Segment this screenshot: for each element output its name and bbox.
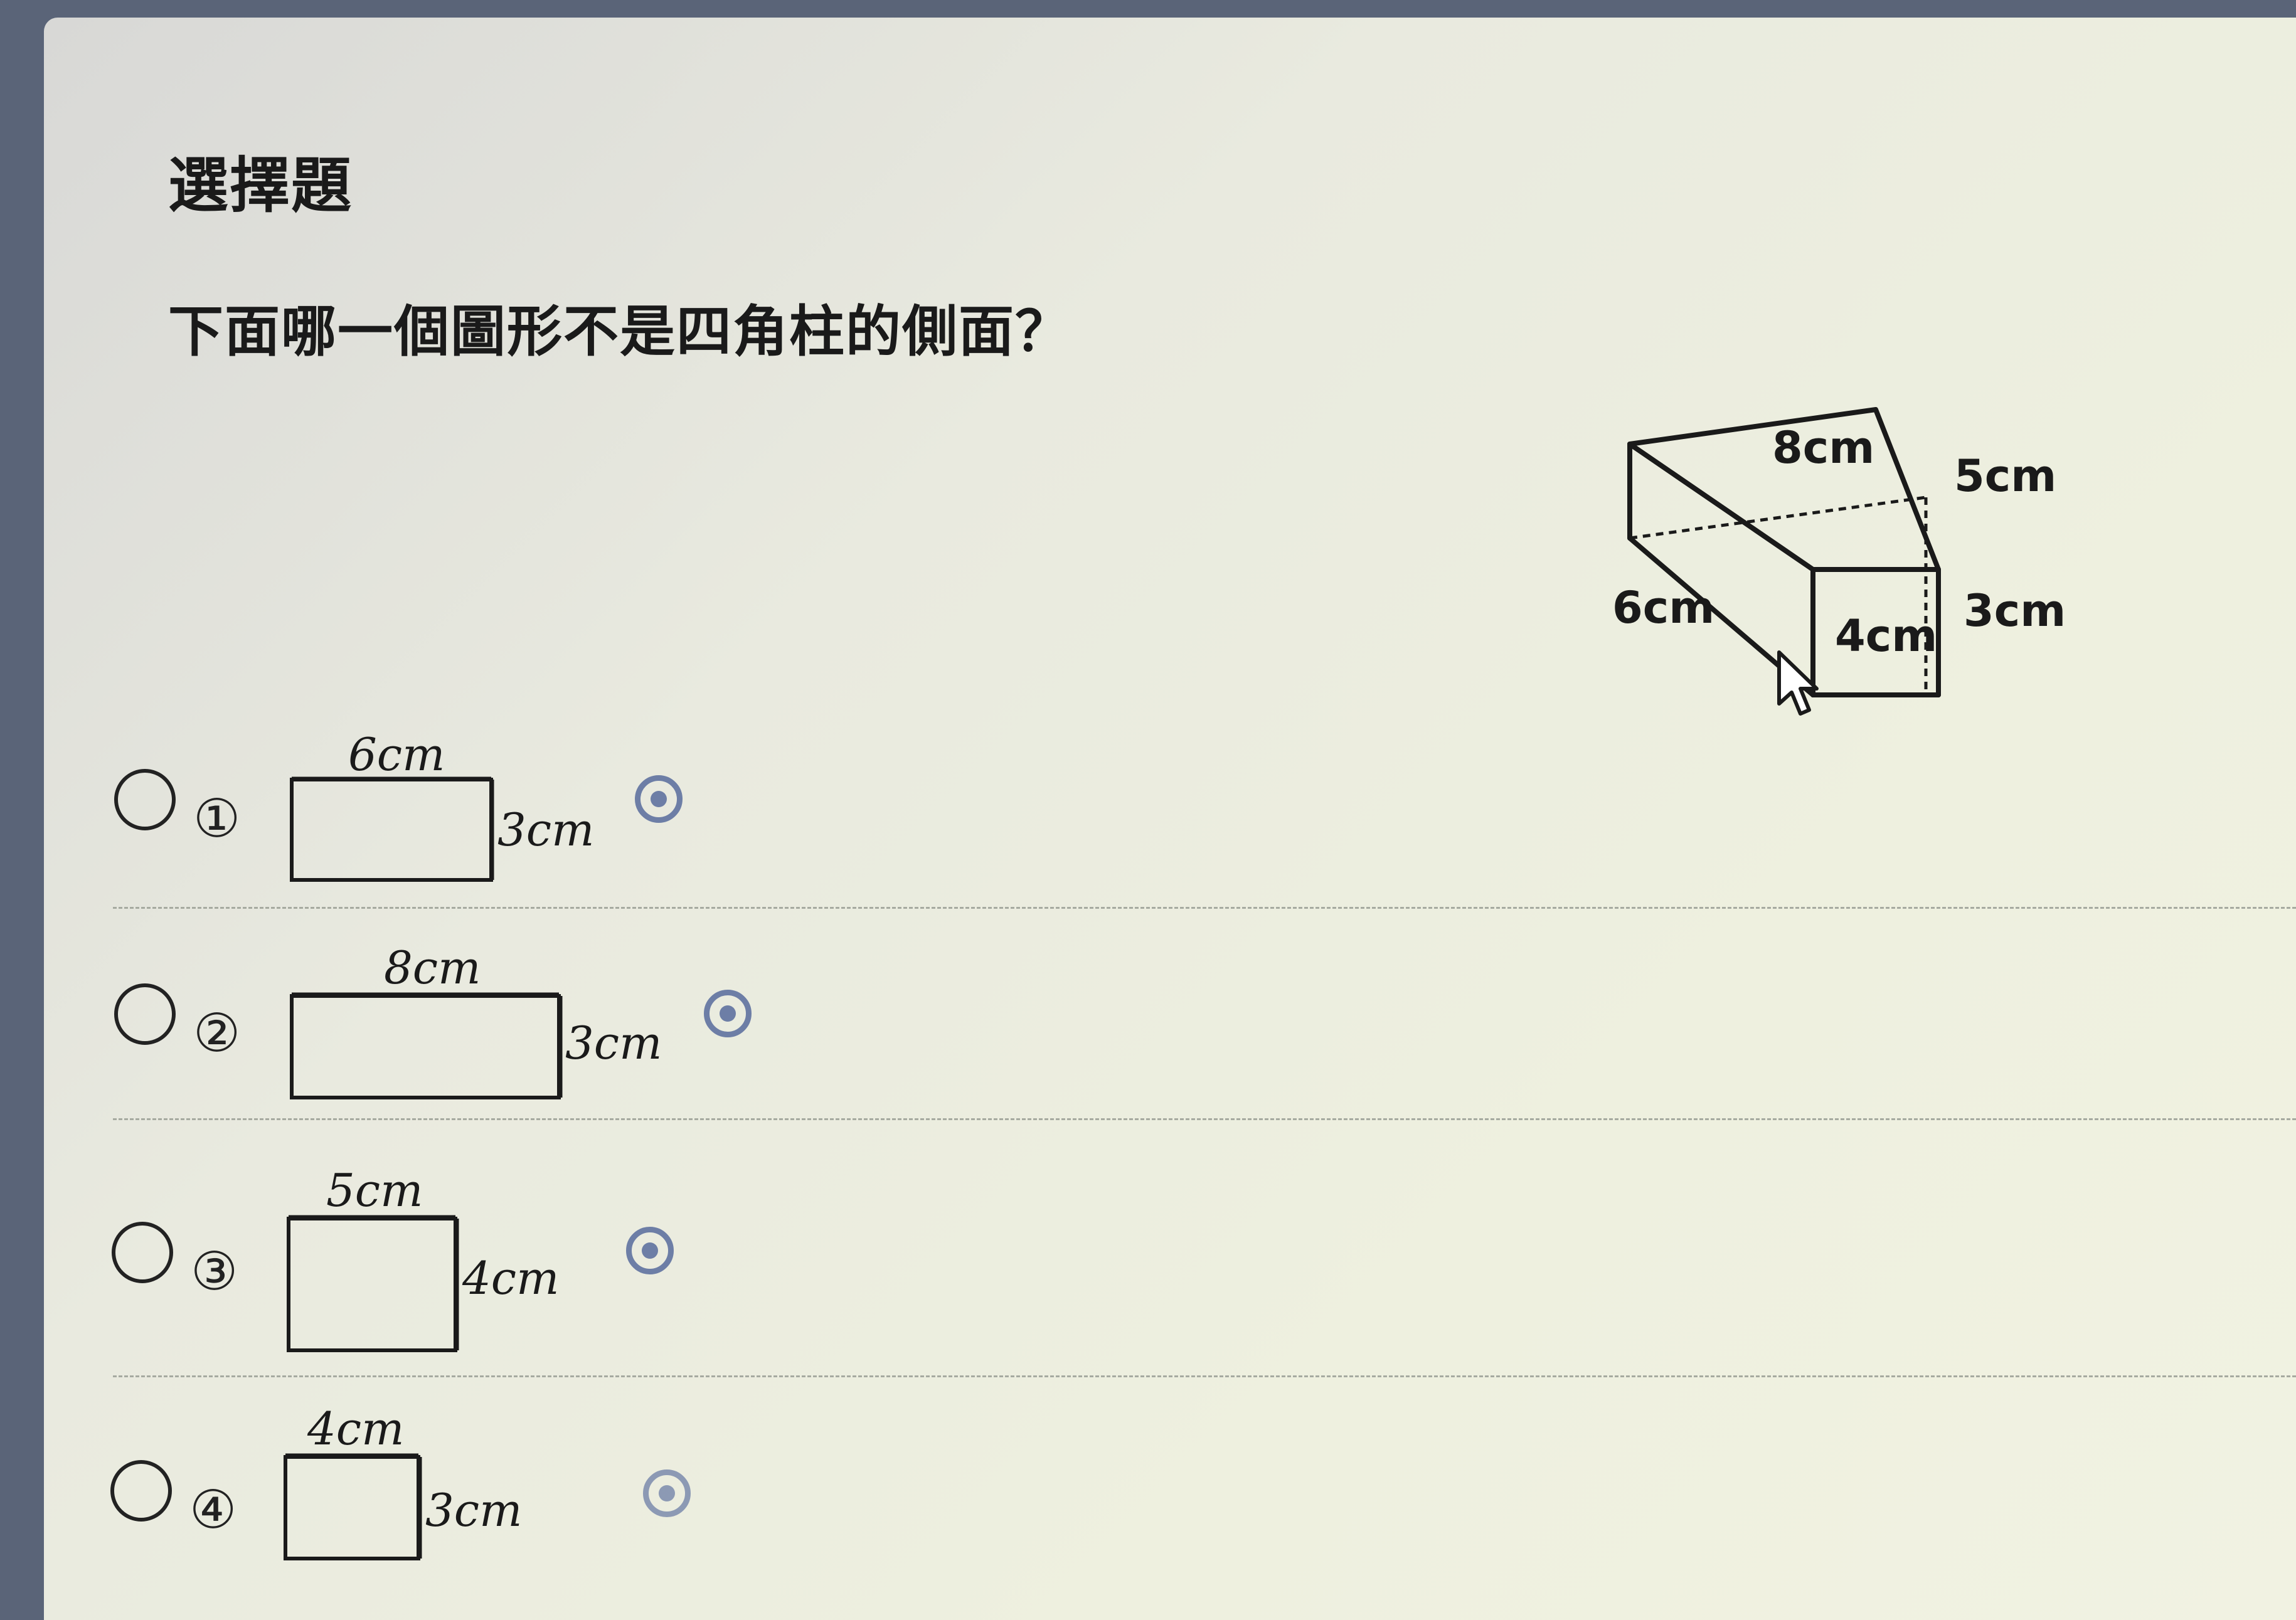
option-1-radio[interactable] <box>114 769 176 830</box>
prism-label-right-upper: 5cm <box>1954 450 2056 502</box>
prism-label-left: 6cm <box>1612 582 1714 633</box>
option-4-width: 4cm <box>307 1402 404 1455</box>
option-3-audio-icon[interactable] <box>626 1227 674 1274</box>
option-1-width: 6cm <box>348 728 445 781</box>
prism-label-front: 4cm <box>1835 610 1937 662</box>
option-divider <box>113 907 2296 909</box>
option-4-number: ④ <box>189 1479 237 1540</box>
option-divider <box>113 1375 2296 1377</box>
prism-diagonal-edge <box>1627 442 1815 572</box>
option-3-width: 5cm <box>326 1164 423 1217</box>
option-4-audio-icon[interactable] <box>643 1469 691 1517</box>
option-4-height: 3cm <box>425 1484 522 1537</box>
option-3-height: 4cm <box>462 1252 559 1305</box>
option-4-radio[interactable] <box>110 1460 172 1522</box>
prism-hidden-edge <box>1629 495 1927 540</box>
option-2-height: 3cm <box>565 1017 662 1069</box>
option-1-rectangle: 6cm 3cm <box>290 728 594 882</box>
option-2-radio[interactable] <box>114 983 176 1045</box>
option-3-rectangle: 5cm 4cm <box>287 1164 559 1352</box>
mouse-pointer-icon <box>1777 650 1819 716</box>
option-3-number: ③ <box>191 1241 238 1302</box>
quiz-screen: 選擇題 下面哪一個圖形不是四角柱的側面？ 8cm 5cm 3cm 4cm 6cm… <box>44 18 2296 1620</box>
option-divider <box>113 1118 2296 1120</box>
question-text: 下面哪一個圖形不是四角柱的側面？ <box>168 299 1072 364</box>
page-title: 選擇題 <box>168 151 353 221</box>
prism-label-right-lower: 3cm <box>1964 585 2066 637</box>
option-1-audio-icon[interactable] <box>635 775 683 823</box>
option-2-number: ② <box>193 1002 241 1064</box>
prism-label-top: 8cm <box>1772 422 1874 474</box>
option-2-audio-icon[interactable] <box>704 990 752 1037</box>
option-3-radio[interactable] <box>112 1222 173 1283</box>
option-2-width: 8cm <box>384 941 481 994</box>
option-1-number: ① <box>193 788 241 849</box>
option-4-rectangle: 4cm 3cm <box>284 1402 522 1560</box>
option-2-rectangle: 8cm 3cm <box>290 941 662 1099</box>
prism-diagram: 8cm 5cm 3cm 4cm 6cm <box>1612 407 2066 697</box>
option-1-height: 3cm <box>497 803 594 856</box>
